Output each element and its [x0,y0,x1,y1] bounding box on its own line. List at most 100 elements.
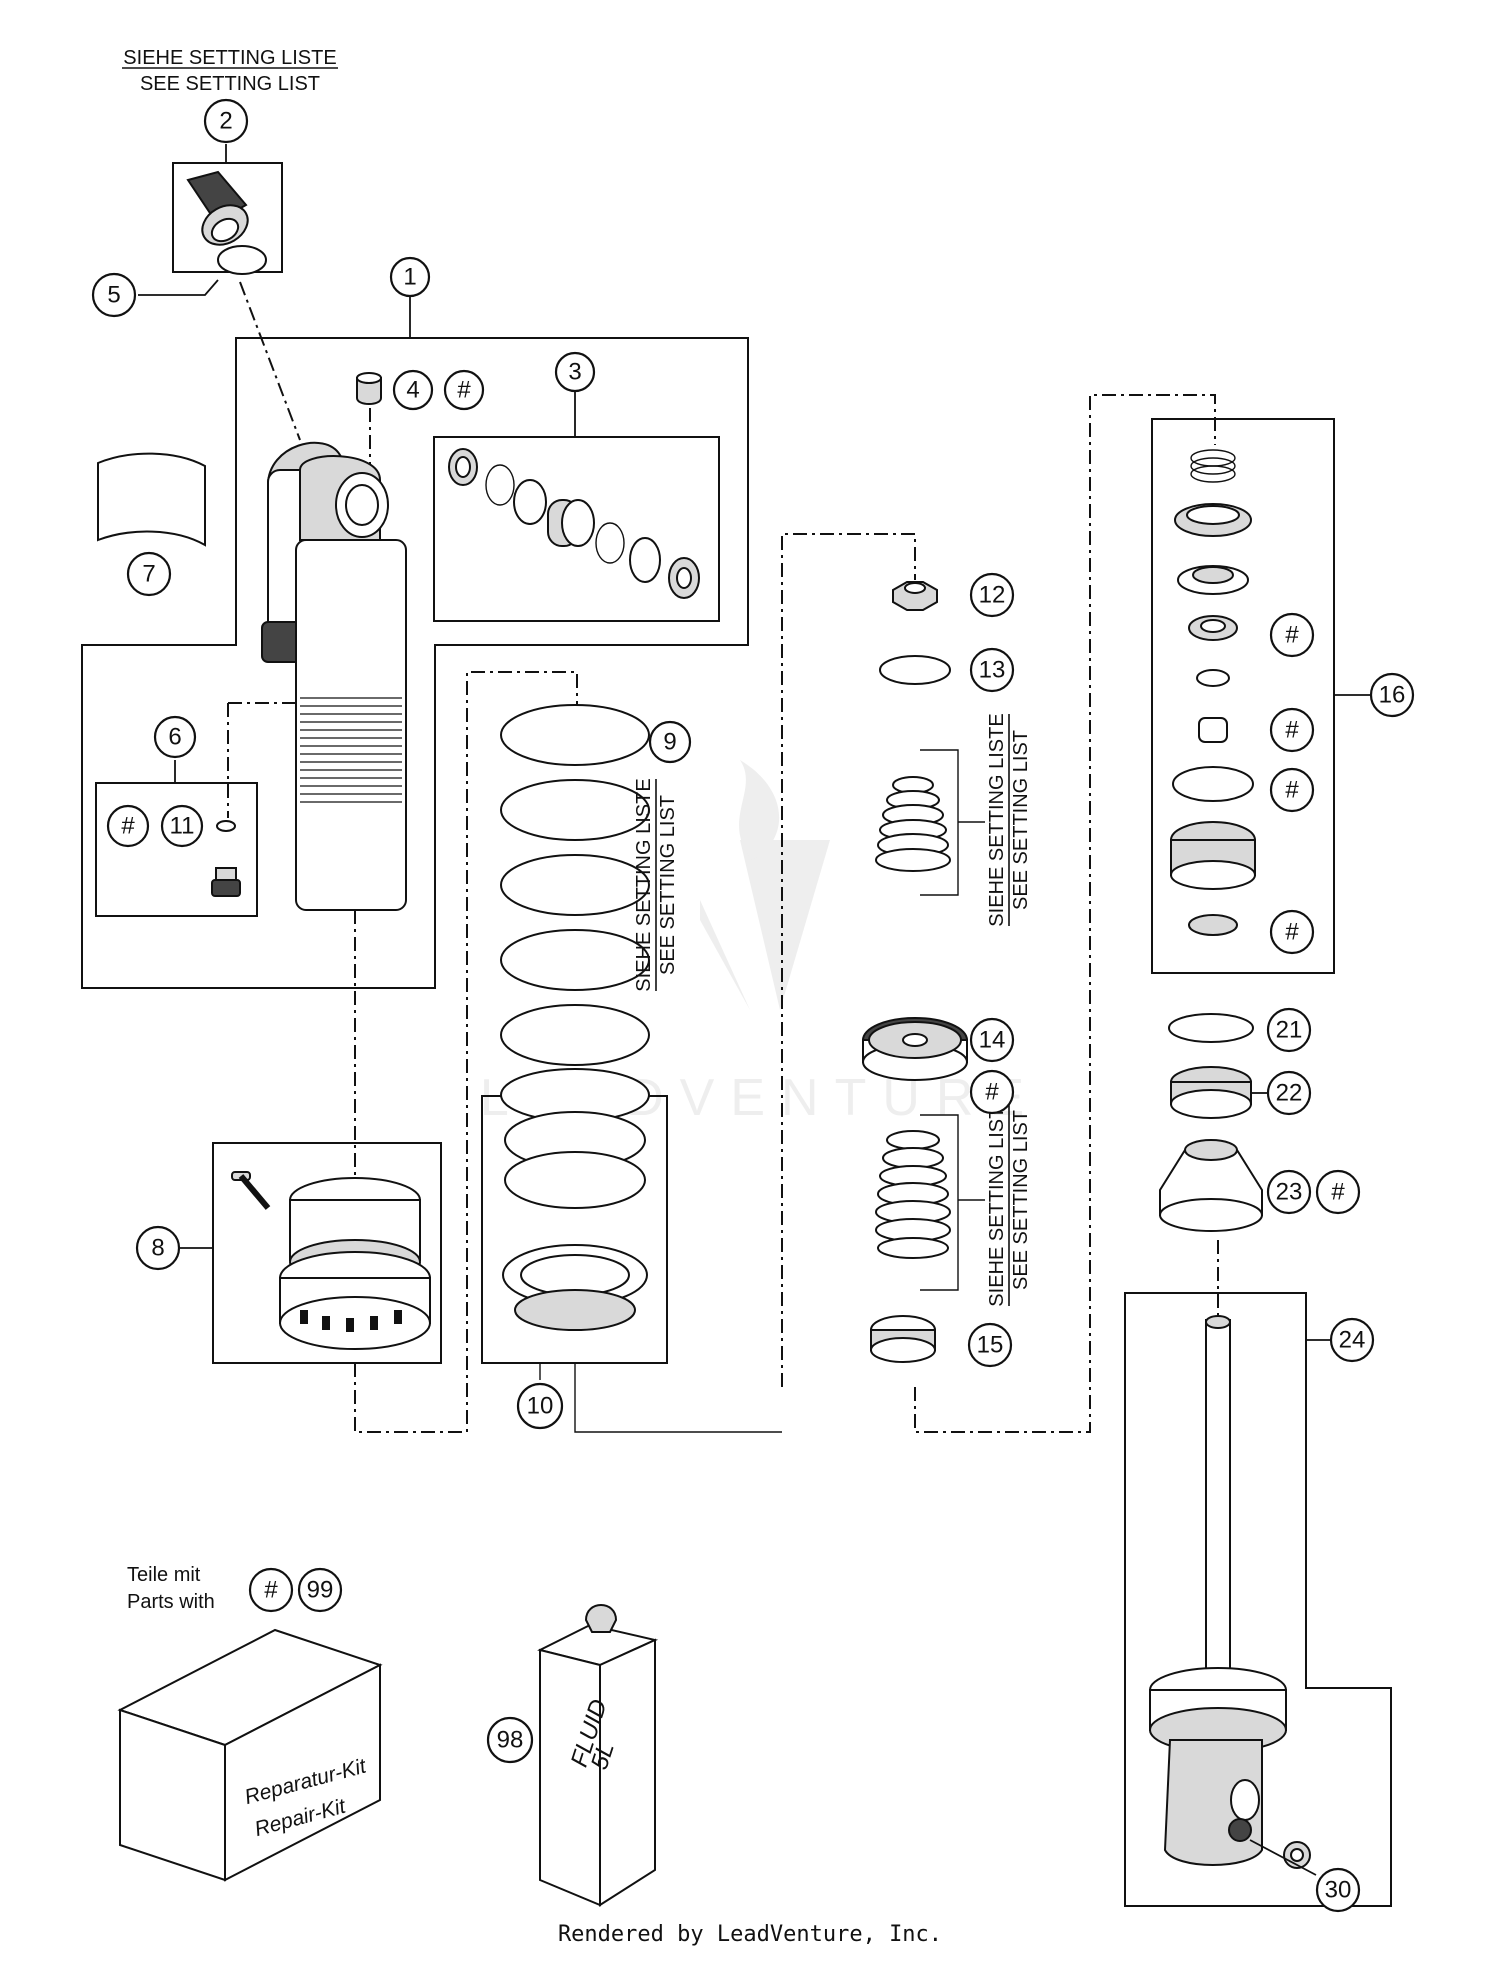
svg-text:11: 11 [170,813,195,840]
top-note-de: SIEHE SETTING LISTE [123,47,336,69]
part-6-valve-parts [211,820,241,897]
callout-10[interactable]: 10 [516,1382,564,1430]
part-10-spring-seats [502,1111,648,1331]
callout-13[interactable]: 13 [969,647,1015,693]
callout-7[interactable]: 7 [126,551,172,597]
callout-11[interactable]: 11 [160,804,204,848]
callout-16-hash-4[interactable]: # [1269,909,1315,955]
svg-text:#: # [1285,777,1299,804]
side-note-upper-stack: SIEHE SETTING LISTE SEE SETTING LIST [986,713,1032,926]
part-9-spring [500,704,650,1122]
callout-kit-hash[interactable]: # [248,1567,294,1613]
part-4-cap [356,372,382,405]
side-note-lower-stack: SIEHE SETTING LISTE SEE SETTING LIST [986,1093,1032,1306]
frame-part-24 [1124,1292,1392,1907]
callout-16[interactable]: 16 [1369,672,1415,718]
callout-16-hash-1[interactable]: # [1269,612,1315,658]
box-part-6 [95,782,258,917]
callout-14-hash[interactable]: # [969,1069,1015,1115]
side-note-9: SIEHE SETTING LISTE SEE SETTING LIST [633,778,679,991]
svg-text:13: 13 [979,657,1006,684]
svg-text:30: 30 [1325,1877,1352,1904]
callout-9[interactable]: 9 [648,720,692,764]
svg-text:22: 22 [1276,1080,1303,1107]
svg-text:5: 5 [107,282,120,309]
svg-text:7: 7 [142,561,155,588]
callout-99[interactable]: 99 [297,1567,343,1613]
svg-text:14: 14 [979,1027,1006,1054]
fluid-can: FLUID 5L [537,1604,659,1907]
callout-30[interactable]: 30 [1315,1867,1361,1913]
svg-text:#: # [264,1577,278,1604]
top-note-en: SEE SETTING LIST [140,73,320,95]
box-part-16 [1151,418,1335,974]
svg-text:#: # [985,1079,999,1106]
svg-text:#: # [457,377,471,404]
callout-21[interactable]: 21 [1266,1007,1312,1053]
connector-lines [227,281,1219,1433]
callout-16-hash-3[interactable]: # [1269,767,1315,813]
callout-22[interactable]: 22 [1266,1070,1312,1116]
callout-23-hash[interactable]: # [1315,1169,1361,1215]
callout-4[interactable]: 4 [392,369,434,411]
svg-text:6: 6 [168,724,181,751]
kit-label-en: Parts with [127,1591,215,1613]
callout-8[interactable]: 8 [135,1225,181,1271]
svg-text:#: # [1285,919,1299,946]
svg-text:2: 2 [219,108,232,135]
box-part-3 [433,436,720,622]
side-note-lower-en: SEE SETTING LIST [1010,1110,1032,1290]
svg-text:24: 24 [1339,1327,1366,1354]
kit-label-de: Teile mit [127,1564,201,1586]
callout-5[interactable]: 5 [91,272,137,318]
part-8-adjuster-ring [231,1171,431,1350]
frame-part-1 [81,337,749,989]
svg-text:98: 98 [497,1727,524,1754]
part-15-washer [870,1315,936,1363]
svg-text:15: 15 [977,1332,1004,1359]
part-23-bump-stop [1159,1139,1263,1232]
callout-6[interactable]: 6 [153,715,197,759]
side-note-9-de: SIEHE SETTING LISTE [633,778,655,991]
svg-text:3: 3 [568,359,581,386]
callout-23[interactable]: 23 [1266,1169,1312,1215]
callout-3[interactable]: 3 [554,351,596,393]
callout-16-hash-2[interactable]: # [1269,707,1315,753]
part-13-washer [879,655,951,685]
svg-text:#: # [121,813,135,840]
callout-12[interactable]: 12 [969,572,1015,618]
callout-24[interactable]: 24 [1329,1317,1375,1363]
side-note-9-en: SEE SETTING LIST [657,795,679,975]
side-note-lower-de: SIEHE SETTING LISTE [986,1093,1008,1306]
callout-15[interactable]: 15 [967,1322,1013,1368]
callout-14[interactable]: 14 [969,1017,1015,1063]
repair-kit-box: Reparatur-Kit Repair-Kit [117,1628,383,1882]
callout-6-hash[interactable]: # [106,804,150,848]
top-setting-note: SIEHE SETTING LISTE SEE SETTING LIST [122,47,338,95]
leader-lines [138,144,1370,1876]
shim-stack-lower [875,1130,951,1259]
box-part-8 [212,1142,442,1364]
svg-text:1: 1 [403,264,416,291]
part-21-circlip [1168,1013,1254,1043]
callout-98[interactable]: 98 [486,1716,534,1764]
svg-text:16: 16 [1379,682,1406,709]
svg-text:4: 4 [406,377,419,404]
callout-2[interactable]: 2 [203,98,249,144]
side-note-upper-en: SEE SETTING LIST [1010,730,1032,910]
side-note-upper-de: SIEHE SETTING LISTE [986,713,1008,926]
callout-4-hash[interactable]: # [443,369,485,411]
part-14-piston [862,1017,968,1081]
part-12-nut [892,581,938,611]
svg-text:10: 10 [527,1393,554,1420]
svg-text:#: # [1331,1179,1345,1206]
part-22-seal-holder [1170,1066,1252,1119]
part-1-shock-body [261,441,407,911]
svg-text:12: 12 [979,582,1006,609]
svg-text:21: 21 [1276,1017,1303,1044]
part-24-piston-rod [1149,1315,1287,1866]
part-3-bearing-set [448,448,700,599]
svg-text:8: 8 [151,1235,164,1262]
callout-1[interactable]: 1 [389,256,431,298]
